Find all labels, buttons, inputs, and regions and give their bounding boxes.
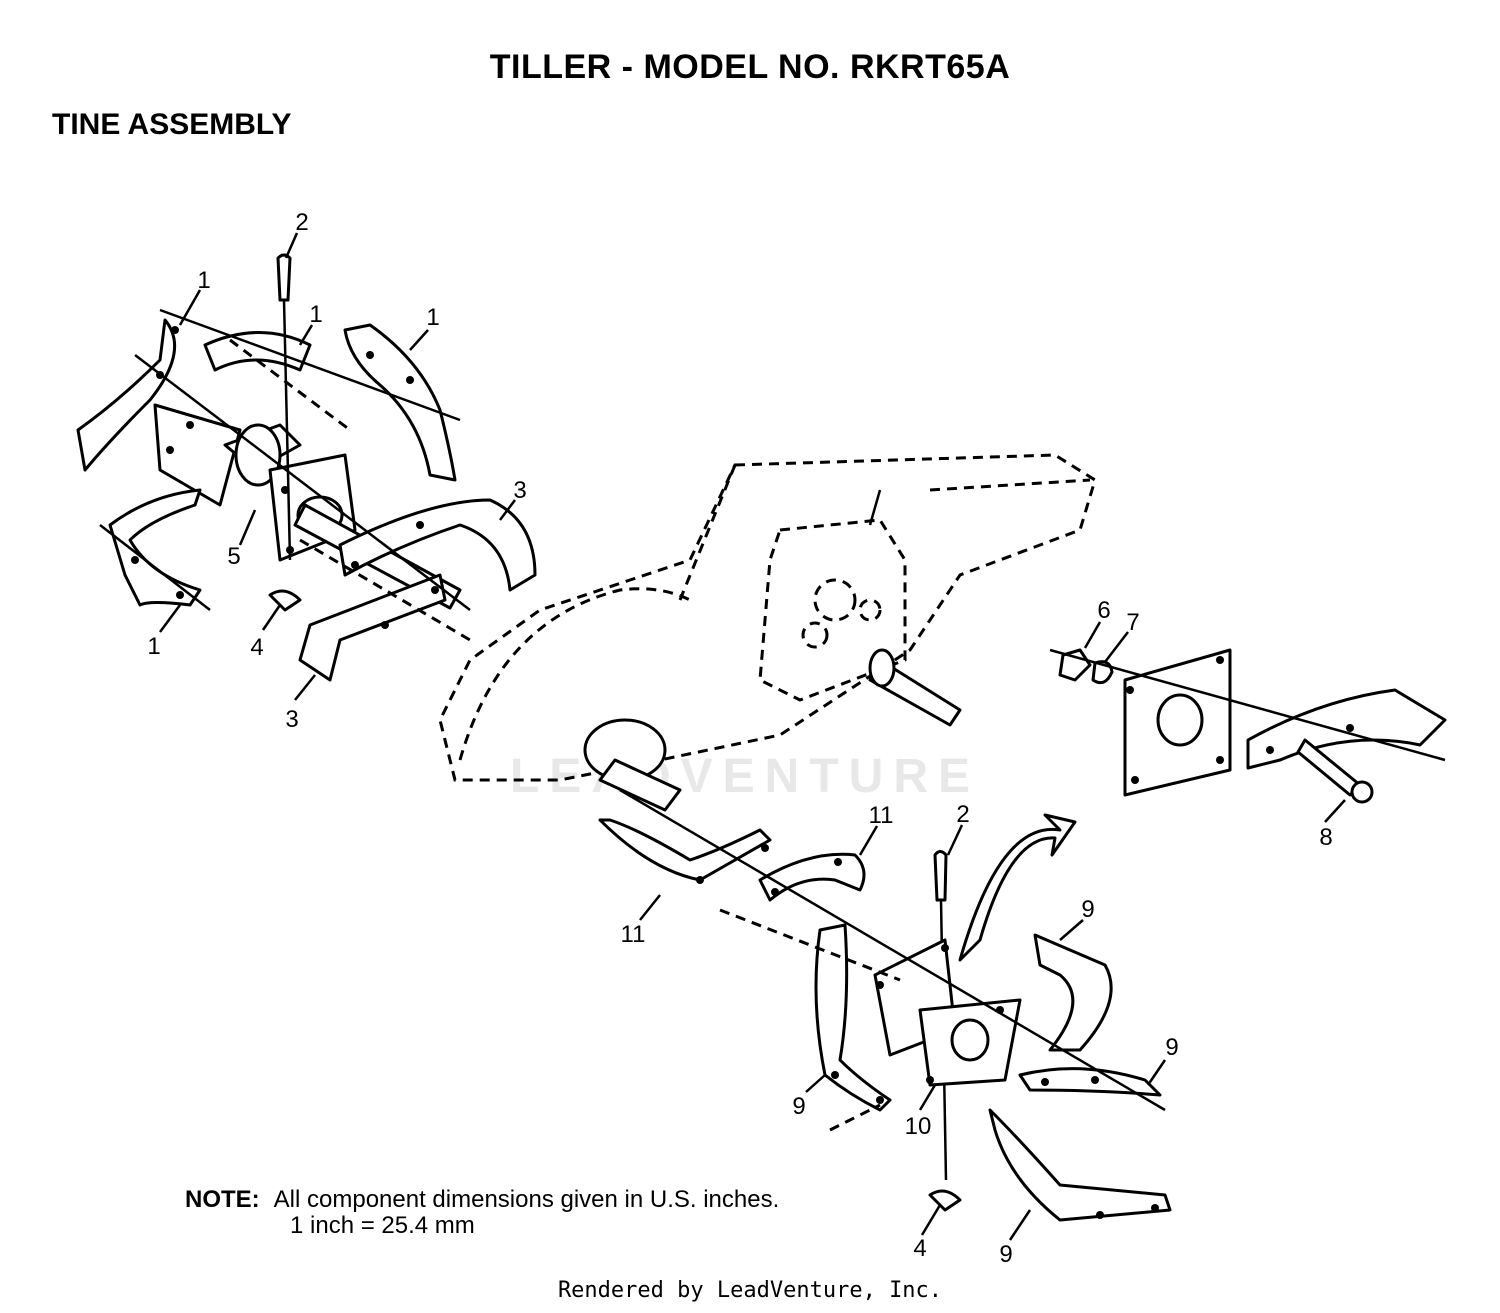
- footer-credit: Rendered by LeadVenture, Inc.: [557, 1278, 943, 1303]
- callout-label: 9: [999, 1241, 1012, 1268]
- callout-label: 1: [197, 267, 210, 294]
- transmission-housing: [438, 453, 1097, 812]
- callout-label: 5: [227, 543, 240, 570]
- callout-label: 9: [1165, 1034, 1178, 1061]
- callout-label: 4: [913, 1235, 926, 1262]
- callout-label: 8: [1319, 824, 1332, 851]
- callout-label: 11: [869, 802, 894, 829]
- callout-leaders: [158, 232, 1346, 1241]
- callout-label: 3: [285, 706, 298, 733]
- callouts: 2 1 1 1 3 5 4 1 3 6 7 8 11 2 11 9 9 9 10…: [147, 209, 1332, 1268]
- note-line2: 1 inch = 25.4 mm: [290, 1212, 475, 1239]
- note-line1: All component dimensions given in U.S. i…: [273, 1186, 780, 1213]
- callout-label: 1: [147, 633, 160, 660]
- lower-tine-assembly: [598, 788, 1172, 1222]
- callout-label: 9: [1081, 896, 1094, 923]
- callout-label: 2: [295, 209, 308, 236]
- diagram-title: TILLER - MODEL NO. RKRT65A: [489, 48, 1011, 86]
- callout-label: 10: [905, 1113, 932, 1140]
- note: NOTE: All component dimensions given in U…: [185, 1186, 779, 1214]
- callout-label: 3: [513, 477, 526, 504]
- note-label: NOTE:: [185, 1186, 260, 1213]
- callout-label: 9: [792, 1093, 805, 1120]
- right-end-plate: [1049, 648, 1447, 804]
- callout-label: 6: [1097, 597, 1110, 624]
- callout-label: 4: [250, 634, 263, 661]
- diagram-subtitle: TINE ASSEMBLY: [52, 108, 292, 141]
- watermark-text: LEADVENTURE: [510, 750, 980, 803]
- callout-label: 11: [621, 921, 646, 948]
- callout-label: 1: [426, 304, 439, 331]
- callout-label: 1: [309, 301, 322, 328]
- left-tine-assembly: [76, 253, 537, 682]
- callout-label: 2: [956, 801, 969, 828]
- callout-label: 7: [1126, 609, 1139, 636]
